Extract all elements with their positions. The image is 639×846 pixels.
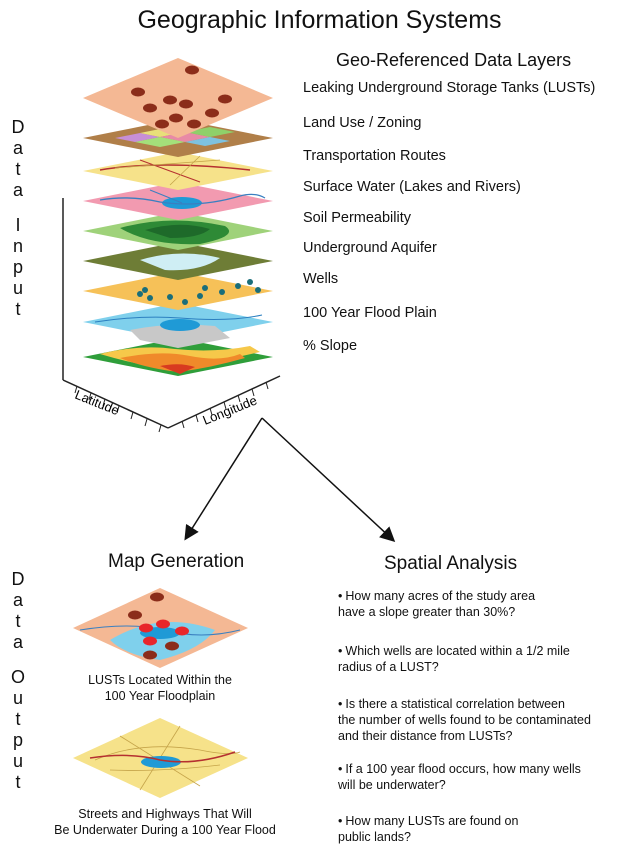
well-dot (137, 291, 143, 297)
layers-heading: Geo-Referenced Data Layers (336, 50, 572, 70)
question-wells-near-lust: •Which wells are located within a 1/2 mi… (338, 644, 570, 674)
vertical-label-letter: p (12, 257, 23, 277)
question-public-lands: •How many LUSTs are found on public land… (338, 814, 519, 844)
longitude-axis-label: Longitude (201, 392, 260, 427)
layer-flood-plain (83, 303, 273, 348)
layer-label-soil: Soil Permeability (303, 210, 411, 226)
arrow-to-spatial-analysis (261, 417, 396, 543)
well-dot (182, 299, 188, 305)
lust-dot (131, 87, 145, 97)
vertical-label-letter: D (11, 569, 25, 589)
layer-slope (83, 338, 273, 376)
lust-dot-flooded (139, 623, 153, 633)
layer-label-aquifer: Underground Aquifer (303, 240, 437, 256)
lust-dot-flooded (143, 636, 157, 646)
well-dot (202, 285, 208, 291)
vertical-label-letter: u (12, 751, 23, 771)
layer-soil (83, 212, 273, 250)
vertical-label-letter: u (12, 688, 23, 708)
lust-dot (179, 99, 193, 109)
lust-dot (155, 119, 169, 129)
question-flood-wells: •If a 100 year flood occurs, how many we… (338, 762, 581, 792)
lust-dot (187, 119, 201, 129)
layer-lusts (83, 58, 273, 138)
layer-wells (83, 272, 273, 310)
vertical-label-letter: n (12, 236, 23, 256)
map-generation-heading: Map Generation (108, 551, 245, 572)
layer-label-slope: % Slope (303, 338, 358, 354)
layer-label-land-use: Land Use / Zoning (303, 115, 422, 131)
vertical-label-letter: a (12, 632, 23, 652)
output-map-streets-underwater (73, 718, 248, 798)
vertical-label-letter: a (12, 138, 23, 158)
vertical-label-letter: t (15, 709, 21, 729)
vertical-label-letter: t (15, 772, 21, 792)
vertical-label-letter: u (12, 278, 23, 298)
lust-dot (150, 592, 164, 602)
question-correlation: •Is there a statistical correlation betw… (338, 697, 591, 743)
layer-label-surface-water: Surface Water (Lakes and Rivers) (303, 179, 521, 195)
well-dot (235, 283, 241, 289)
layer-label-transport: Transportation Routes (303, 148, 446, 164)
lust-dot (205, 108, 219, 118)
well-dot (197, 293, 203, 299)
latitude-axis-label: Latitude (73, 387, 122, 418)
vertical-label-letter: t (15, 159, 21, 179)
question-slope: •How many acres of the study area have a… (338, 589, 536, 619)
output-map-lusts-floodplain (73, 588, 248, 668)
lust-dot (169, 113, 183, 123)
layer-aquifer (83, 242, 273, 280)
layer-label-lusts: Leaking Underground Storage Tanks (LUSTs… (303, 80, 596, 96)
vertical-label-letter: t (15, 299, 21, 319)
lust-dot (163, 95, 177, 105)
vertical-label-letter: t (15, 611, 21, 631)
lust-dot (218, 94, 232, 104)
layer-label-flood-plain: 100 Year Flood Plain (303, 305, 437, 321)
vertical-label-letter: D (11, 117, 25, 137)
lust-dot (143, 103, 157, 113)
lust-dot (143, 650, 157, 660)
arrow-to-map-generation (184, 417, 263, 541)
lust-dot (165, 641, 179, 651)
lust-dot-flooded (175, 626, 189, 636)
layer-surface-water (83, 182, 273, 220)
well-dot (142, 287, 148, 293)
well-dot (255, 287, 261, 293)
vertical-label-letter: O (10, 667, 25, 687)
vertical-label-letter: a (12, 590, 23, 610)
well-dot (219, 289, 225, 295)
diagram-title: Geographic Information Systems (137, 6, 502, 34)
vertical-label-letter: a (12, 180, 23, 200)
map2-caption: Streets and Highways That Will Be Underw… (54, 807, 276, 837)
lust-dot-flooded (156, 619, 170, 629)
lust-dot (185, 65, 199, 75)
well-dot (247, 279, 253, 285)
lust-dot (128, 610, 142, 620)
layer-transport (83, 152, 273, 190)
well-dot (147, 295, 153, 301)
spatial-analysis-heading: Spatial Analysis (384, 553, 518, 574)
well-dot (167, 294, 173, 300)
map1-caption: LUSTs Located Within the 100 Year Floodp… (88, 673, 232, 703)
vertical-label-letter: I (15, 215, 21, 235)
layer-label-wells: Wells (303, 271, 339, 287)
vertical-label-letter: p (12, 730, 23, 750)
